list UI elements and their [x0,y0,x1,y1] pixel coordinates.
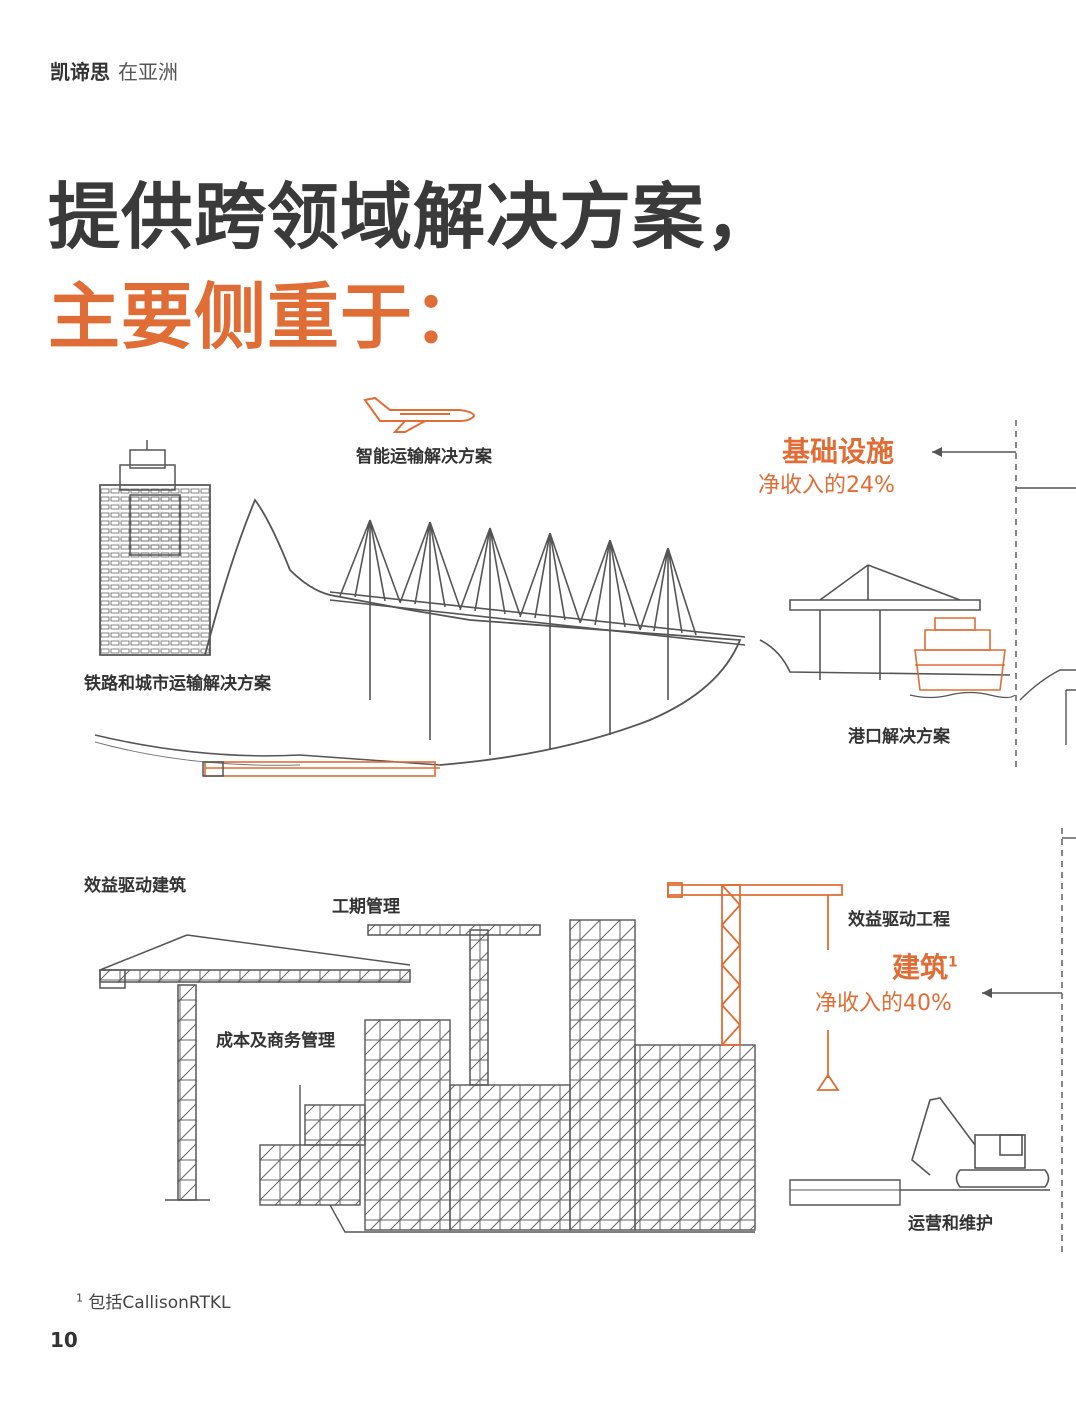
page-number: 10 [50,1328,78,1352]
port-crane [759,564,1011,680]
header: 凯谛思在亚洲 [50,56,178,85]
segment-title-building: 建筑1 [892,946,958,986]
label-performance-engineering: 效益驱动工程 [848,910,950,930]
tower-crane-middle [367,924,541,1086]
label-schedule-management: 工期管理 [332,897,400,917]
tower-crane-orange [667,882,843,1091]
footnote: 1 包括CallisonRTKL [76,1288,230,1313]
footnote-text: 包括CallisonRTKL [88,1293,231,1313]
label-operations-maintenance: 运营和维护 [908,1214,993,1234]
mountain-outline [204,498,742,766]
tower-crane-left [99,934,411,1201]
segment-title-infrastructure: 基础设施 [782,435,895,468]
label-port: 港口解决方案 [848,727,950,747]
label-rail-urban: 铁路和城市运输解决方案 [84,674,271,694]
page-title-line1: 提供跨领域解决方案， [48,175,779,259]
container-ship [914,617,1006,691]
segment-share-infrastructure: 净收入的24% [758,473,895,498]
train-icon [204,761,440,777]
building-lattice [259,919,756,1233]
page-title-line2: 主要侧重于： [48,275,487,359]
footnote-marker: 1 [948,954,958,971]
label-smart-transport: 智能运输解决方案 [356,447,492,467]
airplane-icon [363,396,476,433]
label-cost-commercial: 成本及商务管理 [216,1031,335,1051]
segment-share-building: 净收入的40% [815,991,952,1016]
skyscraper-icon [99,440,211,656]
footnote-number: 1 [76,1291,83,1305]
excavator-icon [911,1097,1050,1188]
segment-title-building-text: 建筑 [892,951,949,984]
header-subtitle: 在亚洲 [118,60,178,84]
label-performance-building: 效益驱动建筑 [84,876,186,896]
arrow-left-icon [982,988,992,998]
brand-name: 凯谛思 [50,60,110,84]
arrow-left-icon [932,447,942,457]
cable-stayed-bridge [329,519,746,755]
